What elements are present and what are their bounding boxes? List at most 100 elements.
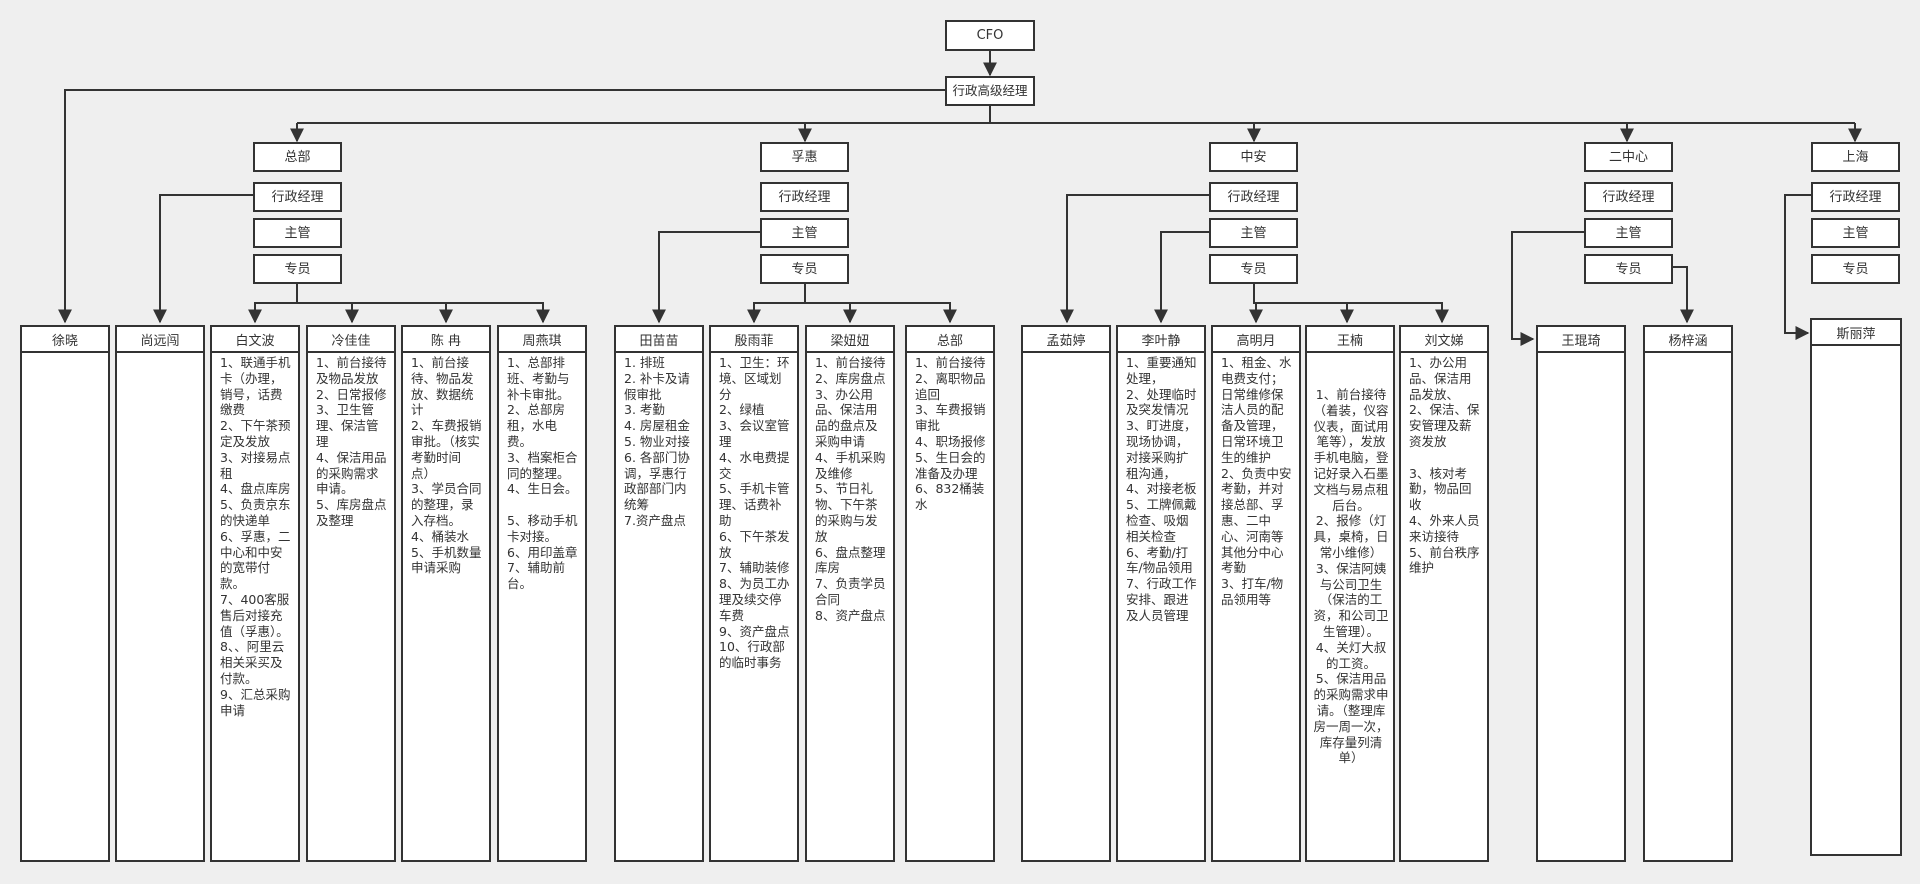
staff-duties: 1、联通手机卡（办理，销号，话费缴费 2、下午茶预定及发放 3、对接易点租 4、… bbox=[210, 353, 300, 862]
staff-name: 总部 bbox=[905, 325, 995, 353]
role-box[interactable]: 专员 bbox=[253, 254, 342, 284]
branch-box[interactable]: 上海 bbox=[1811, 142, 1900, 172]
connector bbox=[850, 302, 957, 324]
role-box-label: 行政经理 bbox=[1829, 189, 1882, 205]
staff-name: 王楠 bbox=[1305, 325, 1395, 353]
role-box-label: 行政经理 bbox=[1227, 189, 1280, 205]
staff-name: 周燕琪 bbox=[497, 325, 587, 353]
role-box-label: 行政经理 bbox=[778, 189, 831, 205]
staff-card[interactable]: 杨梓涵 bbox=[1643, 325, 1733, 862]
cfo-label: CFO bbox=[976, 28, 1004, 43]
role-box[interactable]: 主管 bbox=[1811, 218, 1900, 248]
staff-name: 梁妞妞 bbox=[805, 325, 895, 353]
role-box[interactable]: 行政经理 bbox=[1811, 182, 1900, 212]
staff-name: 斯丽萍 bbox=[1810, 318, 1902, 346]
role-box-label: 专员 bbox=[791, 261, 818, 277]
connector bbox=[352, 302, 453, 324]
connector bbox=[1249, 284, 1263, 324]
branch-box-label: 二中心 bbox=[1608, 149, 1648, 165]
staff-name: 陈 冉 bbox=[401, 325, 491, 353]
staff-name: 田苗苗 bbox=[614, 325, 704, 353]
staff-name: 王琨琦 bbox=[1536, 325, 1626, 353]
staff-duties bbox=[1810, 346, 1902, 856]
staff-name: 孟茹婷 bbox=[1021, 325, 1111, 353]
staff-duties: 1、前台接待 2、库房盘点 3、办公用品、保洁用品的盘点及采购申请 4、手机采购… bbox=[805, 353, 895, 862]
role-box[interactable]: 专员 bbox=[760, 254, 849, 284]
staff-card[interactable]: 王琨琦 bbox=[1536, 325, 1626, 862]
senior-manager-box[interactable]: 行政高级经理 bbox=[945, 76, 1035, 106]
connector bbox=[1672, 266, 1694, 324]
role-box[interactable]: 行政经理 bbox=[253, 182, 342, 212]
staff-duties bbox=[1643, 353, 1733, 862]
role-box-label: 主管 bbox=[1615, 225, 1642, 241]
staff-duties: 1、前台接待 2、离职物品追回 3、车费报销审批 4、职场报修 5、生日会的准备… bbox=[905, 353, 995, 862]
connector bbox=[297, 302, 359, 324]
role-box[interactable]: 专员 bbox=[1811, 254, 1900, 284]
branch-box-label: 孚惠 bbox=[791, 149, 818, 165]
branch-box-label: 上海 bbox=[1842, 149, 1869, 165]
role-box-label: 主管 bbox=[1240, 225, 1267, 241]
staff-duties: 1、重要通知处理， 2、处理临时及突发情况 3、盯进度，现场协调，对接采购扩租沟… bbox=[1116, 353, 1206, 862]
staff-name: 冷佳佳 bbox=[306, 325, 396, 353]
staff-duties: 1、卫生：环境、区域划分 2、绿植 3、会议室管理 4、水电费提交 5、手机卡管… bbox=[709, 353, 799, 862]
staff-name: 刘文娣 bbox=[1399, 325, 1489, 353]
staff-name: 白文波 bbox=[210, 325, 300, 353]
role-box-label: 行政经理 bbox=[271, 189, 324, 205]
connector bbox=[754, 302, 857, 324]
staff-name: 殷雨菲 bbox=[709, 325, 799, 353]
connector bbox=[1154, 231, 1209, 324]
role-box[interactable]: 专员 bbox=[1209, 254, 1298, 284]
role-box-label: 主管 bbox=[284, 225, 311, 241]
staff-card[interactable]: 孟茹婷 bbox=[1021, 325, 1111, 862]
role-box[interactable]: 主管 bbox=[1209, 218, 1298, 248]
role-box-label: 专员 bbox=[284, 261, 311, 277]
branch-box[interactable]: 孚惠 bbox=[760, 142, 849, 172]
role-box[interactable]: 主管 bbox=[1584, 218, 1673, 248]
staff-duties: 1、前台接待（着装，仪容仪表，面试用笔等），发放手机电脑，登记好录入石墨文档与易… bbox=[1305, 353, 1395, 862]
role-box[interactable]: 行政经理 bbox=[1209, 182, 1298, 212]
role-box[interactable]: 主管 bbox=[760, 218, 849, 248]
staff-duties bbox=[115, 353, 205, 862]
branch-box[interactable]: 中安 bbox=[1209, 142, 1298, 172]
connector bbox=[1256, 302, 1354, 324]
role-box[interactable]: 专员 bbox=[1584, 254, 1673, 284]
role-box-label: 行政经理 bbox=[1602, 189, 1655, 205]
staff-card[interactable]: 徐晓 bbox=[20, 325, 110, 862]
role-box-label: 主管 bbox=[1842, 225, 1869, 241]
staff-name: 高明月 bbox=[1211, 325, 1301, 353]
staff-duties: 1. 排班 2. 补卡及请假审批 3. 考勤 4. 房屋租金 5. 物业对接 6… bbox=[614, 353, 704, 862]
connector bbox=[58, 89, 946, 324]
branch-box-label: 中安 bbox=[1240, 149, 1267, 165]
role-box[interactable]: 主管 bbox=[253, 218, 342, 248]
role-box[interactable]: 行政经理 bbox=[1584, 182, 1673, 212]
role-box-label: 专员 bbox=[1240, 261, 1267, 277]
role-box-label: 主管 bbox=[791, 225, 818, 241]
branch-box[interactable]: 二中心 bbox=[1584, 142, 1673, 172]
connector bbox=[248, 284, 298, 324]
staff-duties bbox=[1021, 353, 1111, 862]
branch-box-label: 总部 bbox=[284, 149, 311, 165]
staff-duties: 1、前台接待及物品发放 2、日常报修 3、卫生管理、保洁管理 4、保洁用品的采购… bbox=[306, 353, 396, 862]
cfo-box[interactable]: CFO bbox=[945, 20, 1035, 51]
staff-duties: 1、租金、水电费支付；日常维修保洁人员的配备及管理，日常环境卫生的维护 2、负责… bbox=[1211, 353, 1301, 862]
branch-box[interactable]: 总部 bbox=[253, 142, 342, 172]
staff-duties bbox=[1536, 353, 1626, 862]
staff-name: 李叶静 bbox=[1116, 325, 1206, 353]
staff-card[interactable]: 斯丽萍 bbox=[1810, 318, 1902, 856]
staff-card[interactable]: 尚远闯 bbox=[115, 325, 205, 862]
connector bbox=[446, 302, 550, 324]
role-box[interactable]: 行政经理 bbox=[760, 182, 849, 212]
